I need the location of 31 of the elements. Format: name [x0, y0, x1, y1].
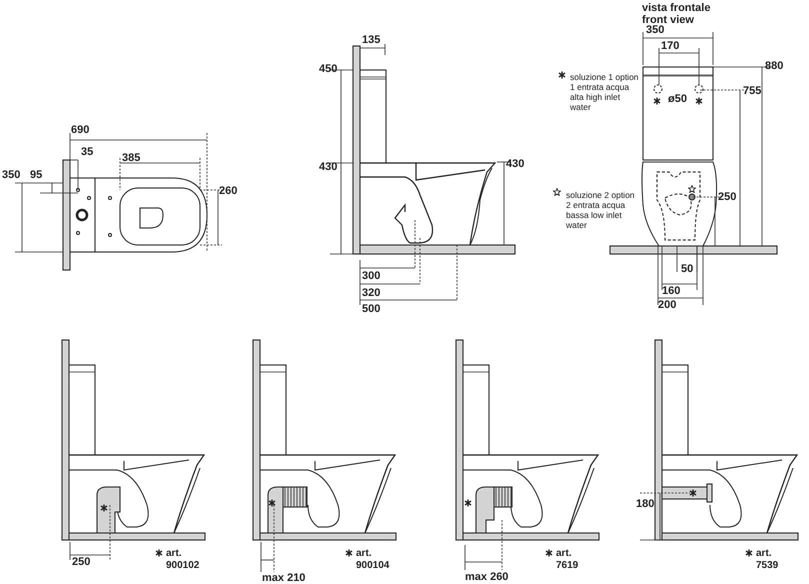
- dimension-label: 135: [362, 34, 380, 46]
- dimension-label: ø50: [668, 93, 687, 105]
- dimension-label: 200: [658, 299, 676, 311]
- dimension-label: 320: [362, 287, 380, 299]
- dimension-label: 250: [72, 556, 90, 568]
- legend-text: soluzione 2 option 2 entrata acqua bassa low inlet water: [566, 190, 636, 230]
- legend-text: soluzione 1 option 1 entrata acqua alta high inlet water: [570, 72, 640, 112]
- dimension-label: max 210: [262, 572, 306, 584]
- dimension-label: 880: [765, 60, 784, 72]
- dimension-label: max 260: [465, 571, 508, 583]
- dimension-label: 385: [122, 152, 140, 164]
- dimension-label: 35: [81, 146, 94, 158]
- dimension-label: 350: [646, 24, 664, 36]
- article-number-label: art. 7539: [756, 548, 780, 572]
- dimension-label: 350: [2, 169, 20, 181]
- article-number-label: art. 7619: [556, 548, 580, 572]
- dimension-label: 755: [743, 85, 762, 97]
- dimension-label: 500: [362, 303, 380, 315]
- dimension-label: 300: [362, 270, 380, 282]
- dimension-label: 430: [319, 161, 338, 173]
- dimension-label: 180: [636, 498, 654, 510]
- dimension-label: 430: [506, 158, 524, 170]
- dimension-label: 160: [662, 285, 680, 297]
- dimension-label: 450: [319, 63, 338, 75]
- view-title: vista frontale front view: [642, 2, 712, 26]
- dimension-label: 170: [661, 40, 680, 52]
- dimension-label: 260: [219, 185, 238, 197]
- dimension-label: 95: [30, 169, 42, 181]
- dimension-label: 690: [71, 124, 90, 136]
- dimension-label: 50: [681, 263, 694, 275]
- dimension-label: 250: [718, 191, 736, 203]
